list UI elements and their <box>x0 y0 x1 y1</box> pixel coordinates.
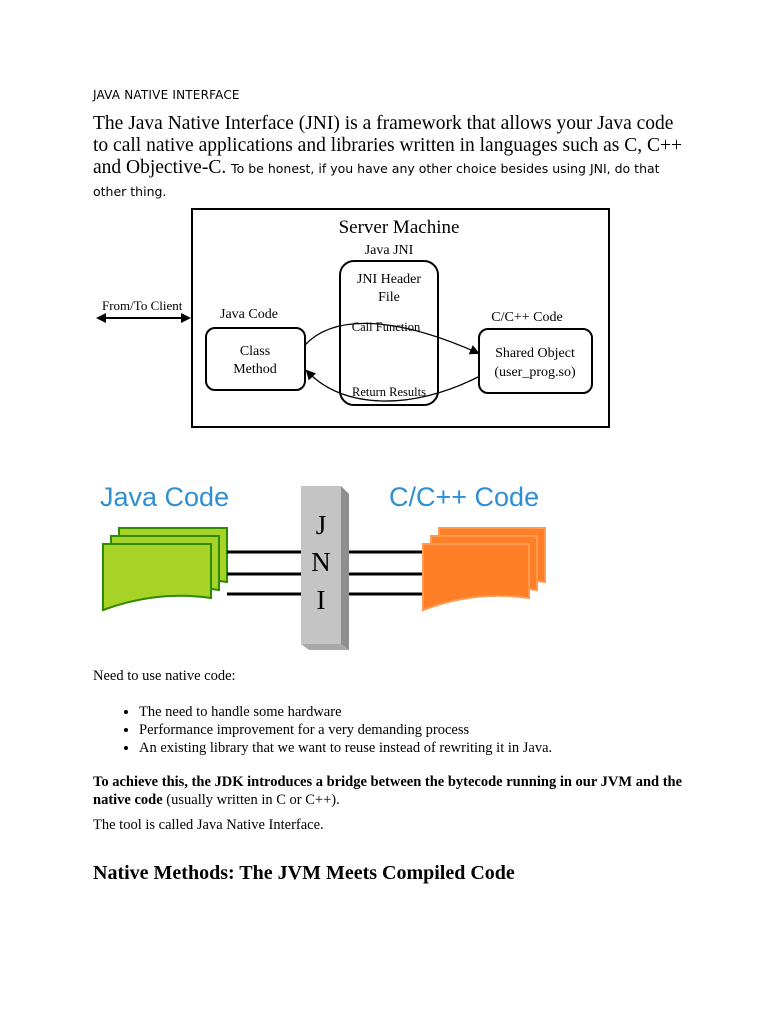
bridge-paragraph: To achieve this, the JDK introduces a br… <box>93 773 683 809</box>
java-code-label: Java Code <box>220 307 278 322</box>
tool-sentence: The tool is called Java Native Interface… <box>93 817 324 833</box>
java-code-title: Java Code <box>100 482 229 512</box>
return-results-label: Return Results <box>352 385 426 399</box>
c-documents-icon <box>422 527 546 612</box>
shared-object-line2: (user_prog.so) <box>494 365 576 380</box>
intro-main-text: The Java Native Interface (JNI) is a fra… <box>93 113 682 178</box>
java-jni-label: Java JNI <box>365 243 414 258</box>
list-item: Performance improvement for a very deman… <box>139 721 552 739</box>
bridge-bold-text: To achieve this, the JDK introduces a br… <box>93 774 683 808</box>
connector-lines <box>227 550 427 596</box>
call-function-label: Call Function <box>352 320 421 334</box>
class-method-line2: Method <box>233 362 277 377</box>
c-code-label: C/C++ Code <box>491 310 562 325</box>
bridge-rest-text: (usually written in C or C++). <box>162 792 340 808</box>
list-item: An existing library that we want to reus… <box>139 739 552 757</box>
jni-header-box <box>339 260 439 406</box>
shared-object-line1: Shared Object <box>495 346 575 361</box>
section-title: Native Methods: The JVM Meets Compiled C… <box>93 862 515 884</box>
doc-heading: JAVA NATIVE INTERFACE <box>93 88 240 102</box>
jni-letter-i: I <box>317 585 326 615</box>
call-function-arrow <box>304 322 480 355</box>
reasons-list: The need to handle some hardware Perform… <box>115 703 552 757</box>
need-intro: Need to use native code: <box>93 668 236 684</box>
jni-header-line1: JNI Header <box>357 272 421 287</box>
return-results-arrow <box>305 369 479 402</box>
jni-pillar <box>301 486 349 650</box>
client-label: From/To Client <box>102 298 183 313</box>
intro-paragraph: The Java Native Interface (JNI) is a fra… <box>93 113 683 203</box>
intro-note-text: To be honest, if you have any other choi… <box>93 161 660 199</box>
class-method-line1: Class <box>240 344 270 359</box>
class-method-box <box>205 327 306 391</box>
c-code-title: C/C++ Code <box>389 482 539 512</box>
jni-letter-j: J <box>316 510 327 540</box>
jni-header-line2: File <box>378 290 400 305</box>
shared-object-box <box>478 328 593 394</box>
server-machine-title: Server Machine <box>339 217 460 238</box>
java-documents-icon <box>102 527 228 612</box>
server-machine-box <box>191 208 610 428</box>
jni-letter-n: N <box>311 547 331 577</box>
server-machine-diagram: Server Machine From/To Client Java Code … <box>96 208 610 428</box>
jni-bridge-diagram: Java Code C/C++ Code J N I <box>100 482 546 650</box>
list-item: The need to handle some hardware <box>139 703 552 721</box>
